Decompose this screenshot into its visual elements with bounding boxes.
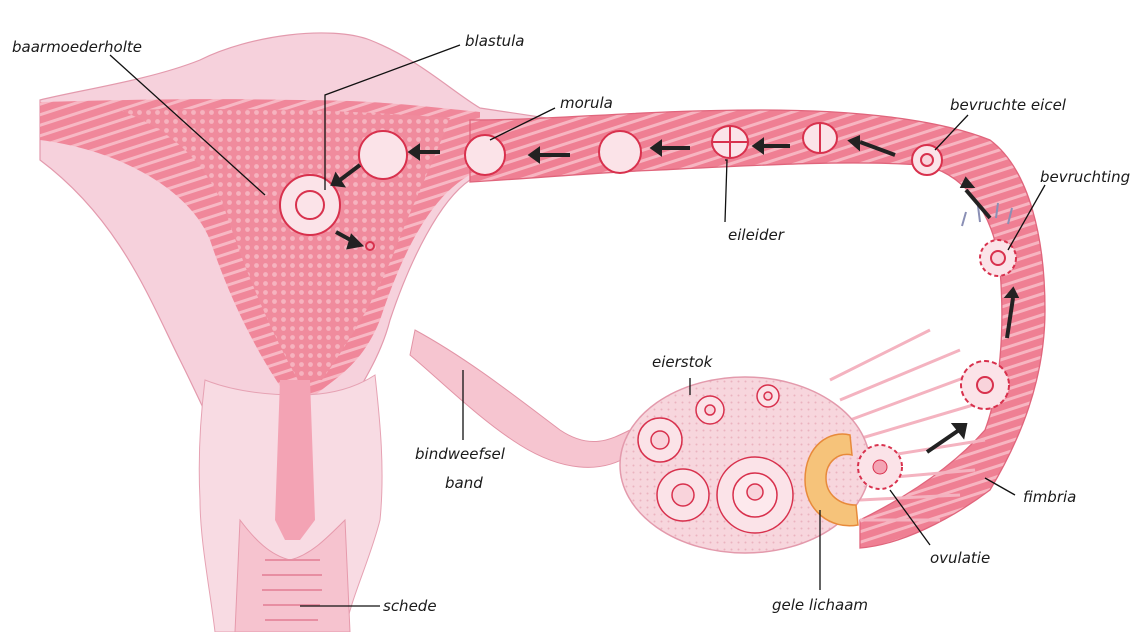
label-oviduct: eileider <box>728 226 785 244</box>
label-morula: morula <box>560 94 613 112</box>
label-corpus-luteum: gele lichaam <box>772 596 868 614</box>
label-blastula: blastula <box>465 32 524 50</box>
label-ligament-line2: band <box>445 474 483 492</box>
label-fertilized-egg: bevruchte eicel <box>950 96 1067 114</box>
label-fimbria: fimbria <box>1023 488 1076 506</box>
label-vagina: schede <box>383 597 437 615</box>
label-fertilization: bevruchting <box>1040 168 1130 186</box>
label-ovulation: ovulatie <box>930 549 990 567</box>
cervical-canal <box>275 380 315 540</box>
label-uterine-cavity: baarmoederholte <box>12 38 142 56</box>
label-ovary: eierstok <box>652 353 714 371</box>
label-ligament-line1: bindweefsel <box>415 445 506 463</box>
ovulating-egg <box>858 445 902 489</box>
